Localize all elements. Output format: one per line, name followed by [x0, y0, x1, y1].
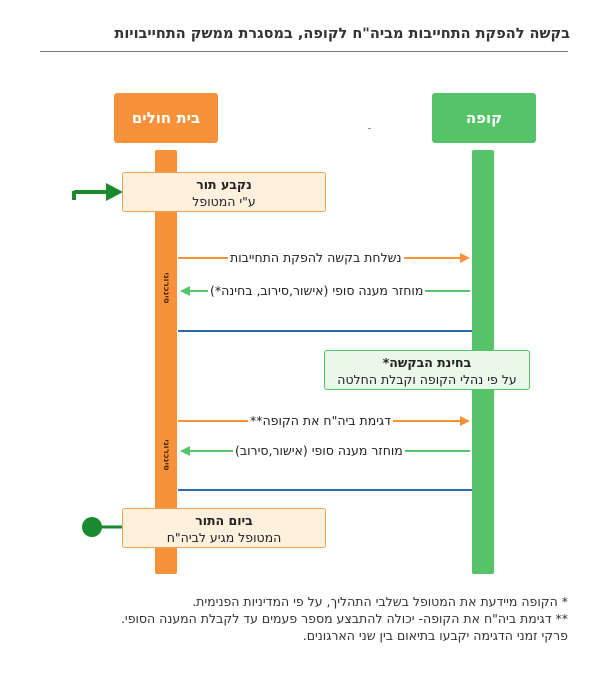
hospital-lifeline [155, 150, 177, 574]
hospital-lane-header: בית חולים [114, 93, 218, 143]
review-subtitle: על פי נהלי הקופה וקבלת החלטה [337, 372, 517, 387]
visit-day-title: ביום התור [195, 513, 253, 528]
appointment-box: נקבע תור ע"י המטופל [122, 172, 326, 212]
stray-mark [368, 128, 371, 129]
review-title: בחינת הבקשה* [382, 355, 472, 370]
start-marker [72, 183, 123, 201]
footnote-2: ** דגימת ביה"ח את הקופה- יכולה להתבצע מס… [120, 611, 568, 626]
answer-label-2: מוחזר מענה סופי (אישור,סירוב) [233, 443, 405, 458]
review-box: בחינת הבקשה* על פי נהלי הקופה וקבלת החלט… [324, 350, 530, 390]
answer-label-1: מוחזר מענה סופי (אישור,סירוב, בחינה*) [208, 283, 426, 298]
visit-day-subtitle: המטופל מגיע לביה"ח [166, 530, 282, 545]
fund-lane-header: קופה [432, 93, 536, 143]
end-marker [82, 517, 123, 537]
title-divider [40, 51, 568, 52]
sample-label: דגימת ביה"ח את הקופה** [248, 413, 393, 428]
footnote-1: * הקופה מיידעת את המטופל בשלבי התהליך, ע… [192, 594, 568, 609]
visit-day-box: ביום התור המטופל מגיע לביה"ח [122, 508, 326, 548]
footnote-3: פרקי זמני הדגימה יקבעו בתיאום בין שני הא… [302, 628, 568, 643]
diagram-title: בקשה להפקת התחייבות מביה"ח לקופה, במסגרת… [114, 26, 570, 42]
appointment-subtitle: ע"י המטופל [192, 194, 256, 209]
request-label: נשלחת בקשה להפקת התחייבות [228, 250, 404, 265]
appointment-title: נקבע תור [196, 177, 252, 192]
